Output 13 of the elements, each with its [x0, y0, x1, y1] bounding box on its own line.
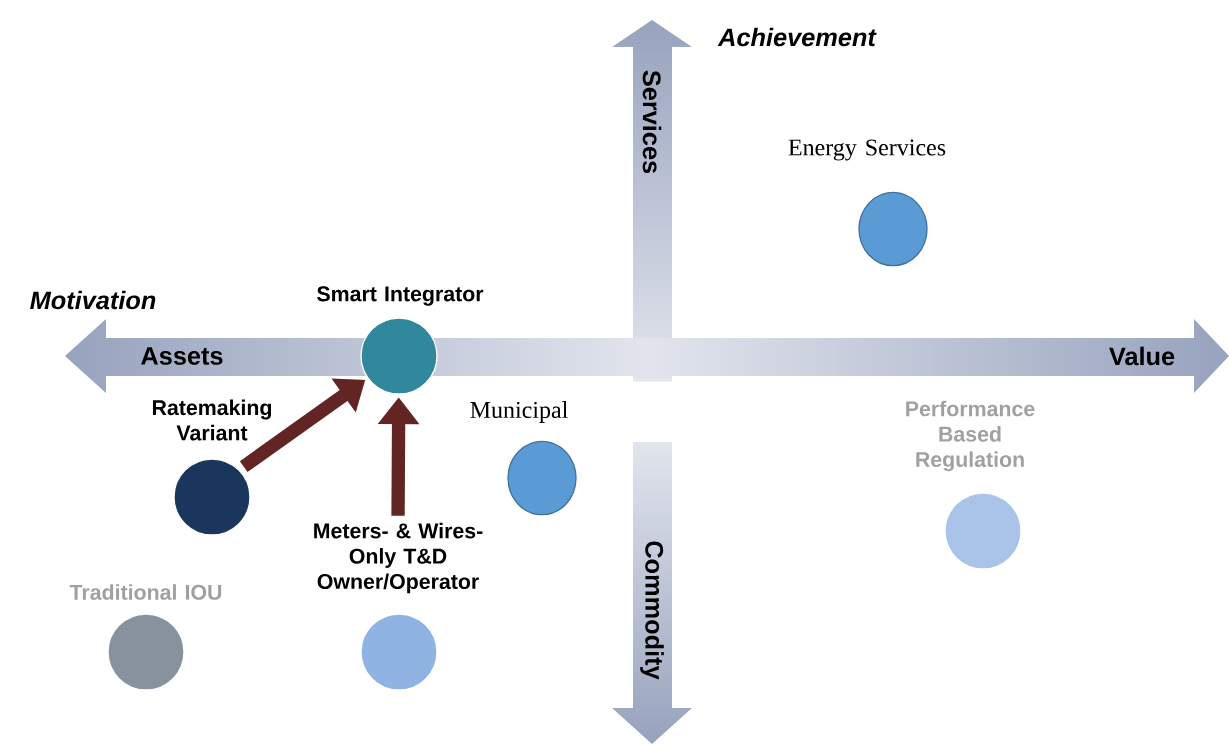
- node-label: Municipal: [470, 401, 568, 423]
- node-label: Meters- & Wires- Only T&D Owner/Operator: [314, 522, 483, 594]
- axis-label: Achievement: [717, 27, 877, 47]
- axis-label: Value: [1109, 346, 1175, 366]
- axis-label: Motivation: [30, 290, 156, 310]
- axis-label: Services: [642, 70, 662, 174]
- node-label: Traditional IOU: [69, 584, 222, 600]
- axis-label: Commodity: [640, 541, 664, 680]
- node-label: Performance Based Regulation: [906, 400, 1035, 472]
- node-label: Energy Services: [788, 139, 946, 161]
- node-label: Ratemaking Variant: [152, 399, 272, 441]
- axis-label: Assets: [141, 347, 223, 365]
- node-label: Smart Integrator: [317, 286, 484, 306]
